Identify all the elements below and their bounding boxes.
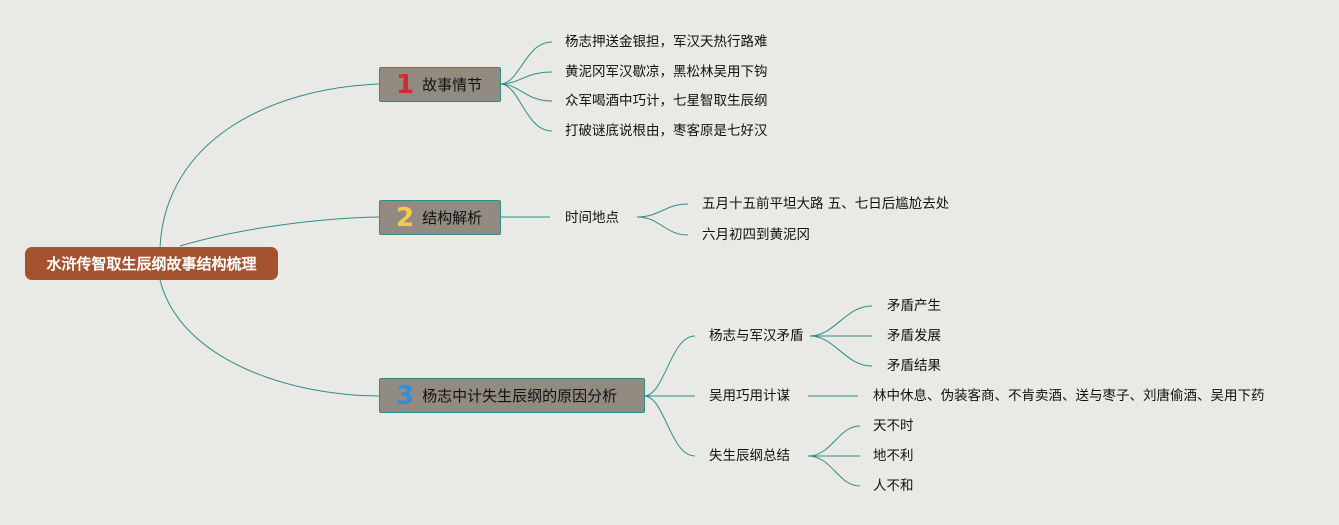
branch-3-sub-2[interactable]: 吴用巧用计谋	[709, 388, 790, 404]
link-b3-s1	[643, 335, 696, 397]
link-root-branch-2	[179, 216, 381, 247]
branch-node-3[interactable]: 3 杨志中计失生辰纲的原因分析	[379, 378, 645, 413]
sub-3-child-3[interactable]: 人不和	[873, 478, 914, 494]
sub-2-child-1[interactable]: 林中休息、伪装客商、不肯卖酒、送与枣子、刘唐偷酒、吴用下药	[873, 388, 1265, 404]
link-s1-c3	[809, 335, 873, 367]
link-s1-c1	[809, 305, 873, 337]
branch-label-1: 故事情节	[422, 76, 483, 94]
branch-1-child-1[interactable]: 杨志押送金银担，军汉天热行路难	[565, 34, 768, 50]
branch-3-sub-1[interactable]: 杨志与军汉矛盾	[709, 328, 804, 344]
sub-1-child-3[interactable]: 矛盾结果	[887, 358, 941, 374]
link-s3-c3	[807, 455, 861, 487]
link-b2-c2	[636, 216, 689, 236]
link-b2-c1	[636, 203, 689, 218]
branch-number-2: 2	[396, 202, 415, 233]
root-node[interactable]: 水浒传智取生辰纲故事结构梳理	[25, 247, 278, 280]
link-s3-c1	[807, 425, 861, 457]
link-b1-c2	[499, 71, 553, 85]
sub-3-child-2[interactable]: 地不利	[873, 448, 914, 464]
branch-2-child-1[interactable]: 五月十五前平坦大路 五、七日后尴尬去处	[702, 196, 950, 212]
branch-node-1[interactable]: 1 故事情节	[379, 67, 501, 102]
link-b1-c1	[499, 41, 553, 85]
branch-number-3: 3	[396, 380, 415, 411]
branch-node-2[interactable]: 2 结构解析	[379, 200, 501, 235]
sub-3-child-1[interactable]: 天不时	[873, 418, 914, 434]
root-label: 水浒传智取生辰纲故事结构梳理	[46, 255, 257, 273]
branch-2-child-2[interactable]: 六月初四到黄泥冈	[702, 227, 810, 243]
sub-1-child-2[interactable]: 矛盾发展	[887, 328, 941, 344]
branch-label-2: 结构解析	[422, 209, 483, 227]
branch-label-3: 杨志中计失生辰纲的原因分析	[422, 387, 618, 405]
link-root-branch-1	[159, 83, 381, 249]
branch-1-child-4[interactable]: 打破谜底说根由，枣客原是七好汉	[565, 123, 768, 139]
branch-number-1: 1	[396, 69, 415, 100]
sub-1-child-1[interactable]: 矛盾产生	[887, 298, 941, 314]
branch-3-sub-3[interactable]: 失生辰纲总结	[709, 448, 790, 464]
branch-1-child-3[interactable]: 众军喝酒中巧计，七星智取生辰纲	[565, 93, 768, 109]
branch-2-sub-label[interactable]: 时间地点	[565, 210, 619, 226]
link-b1-c4	[499, 83, 553, 132]
link-b1-c3	[499, 83, 553, 102]
link-root-branch-3	[159, 279, 381, 397]
branch-1-child-2[interactable]: 黄泥冈军汉歇凉，黑松林吴用下钩	[565, 64, 768, 80]
link-b3-s3	[643, 395, 696, 457]
